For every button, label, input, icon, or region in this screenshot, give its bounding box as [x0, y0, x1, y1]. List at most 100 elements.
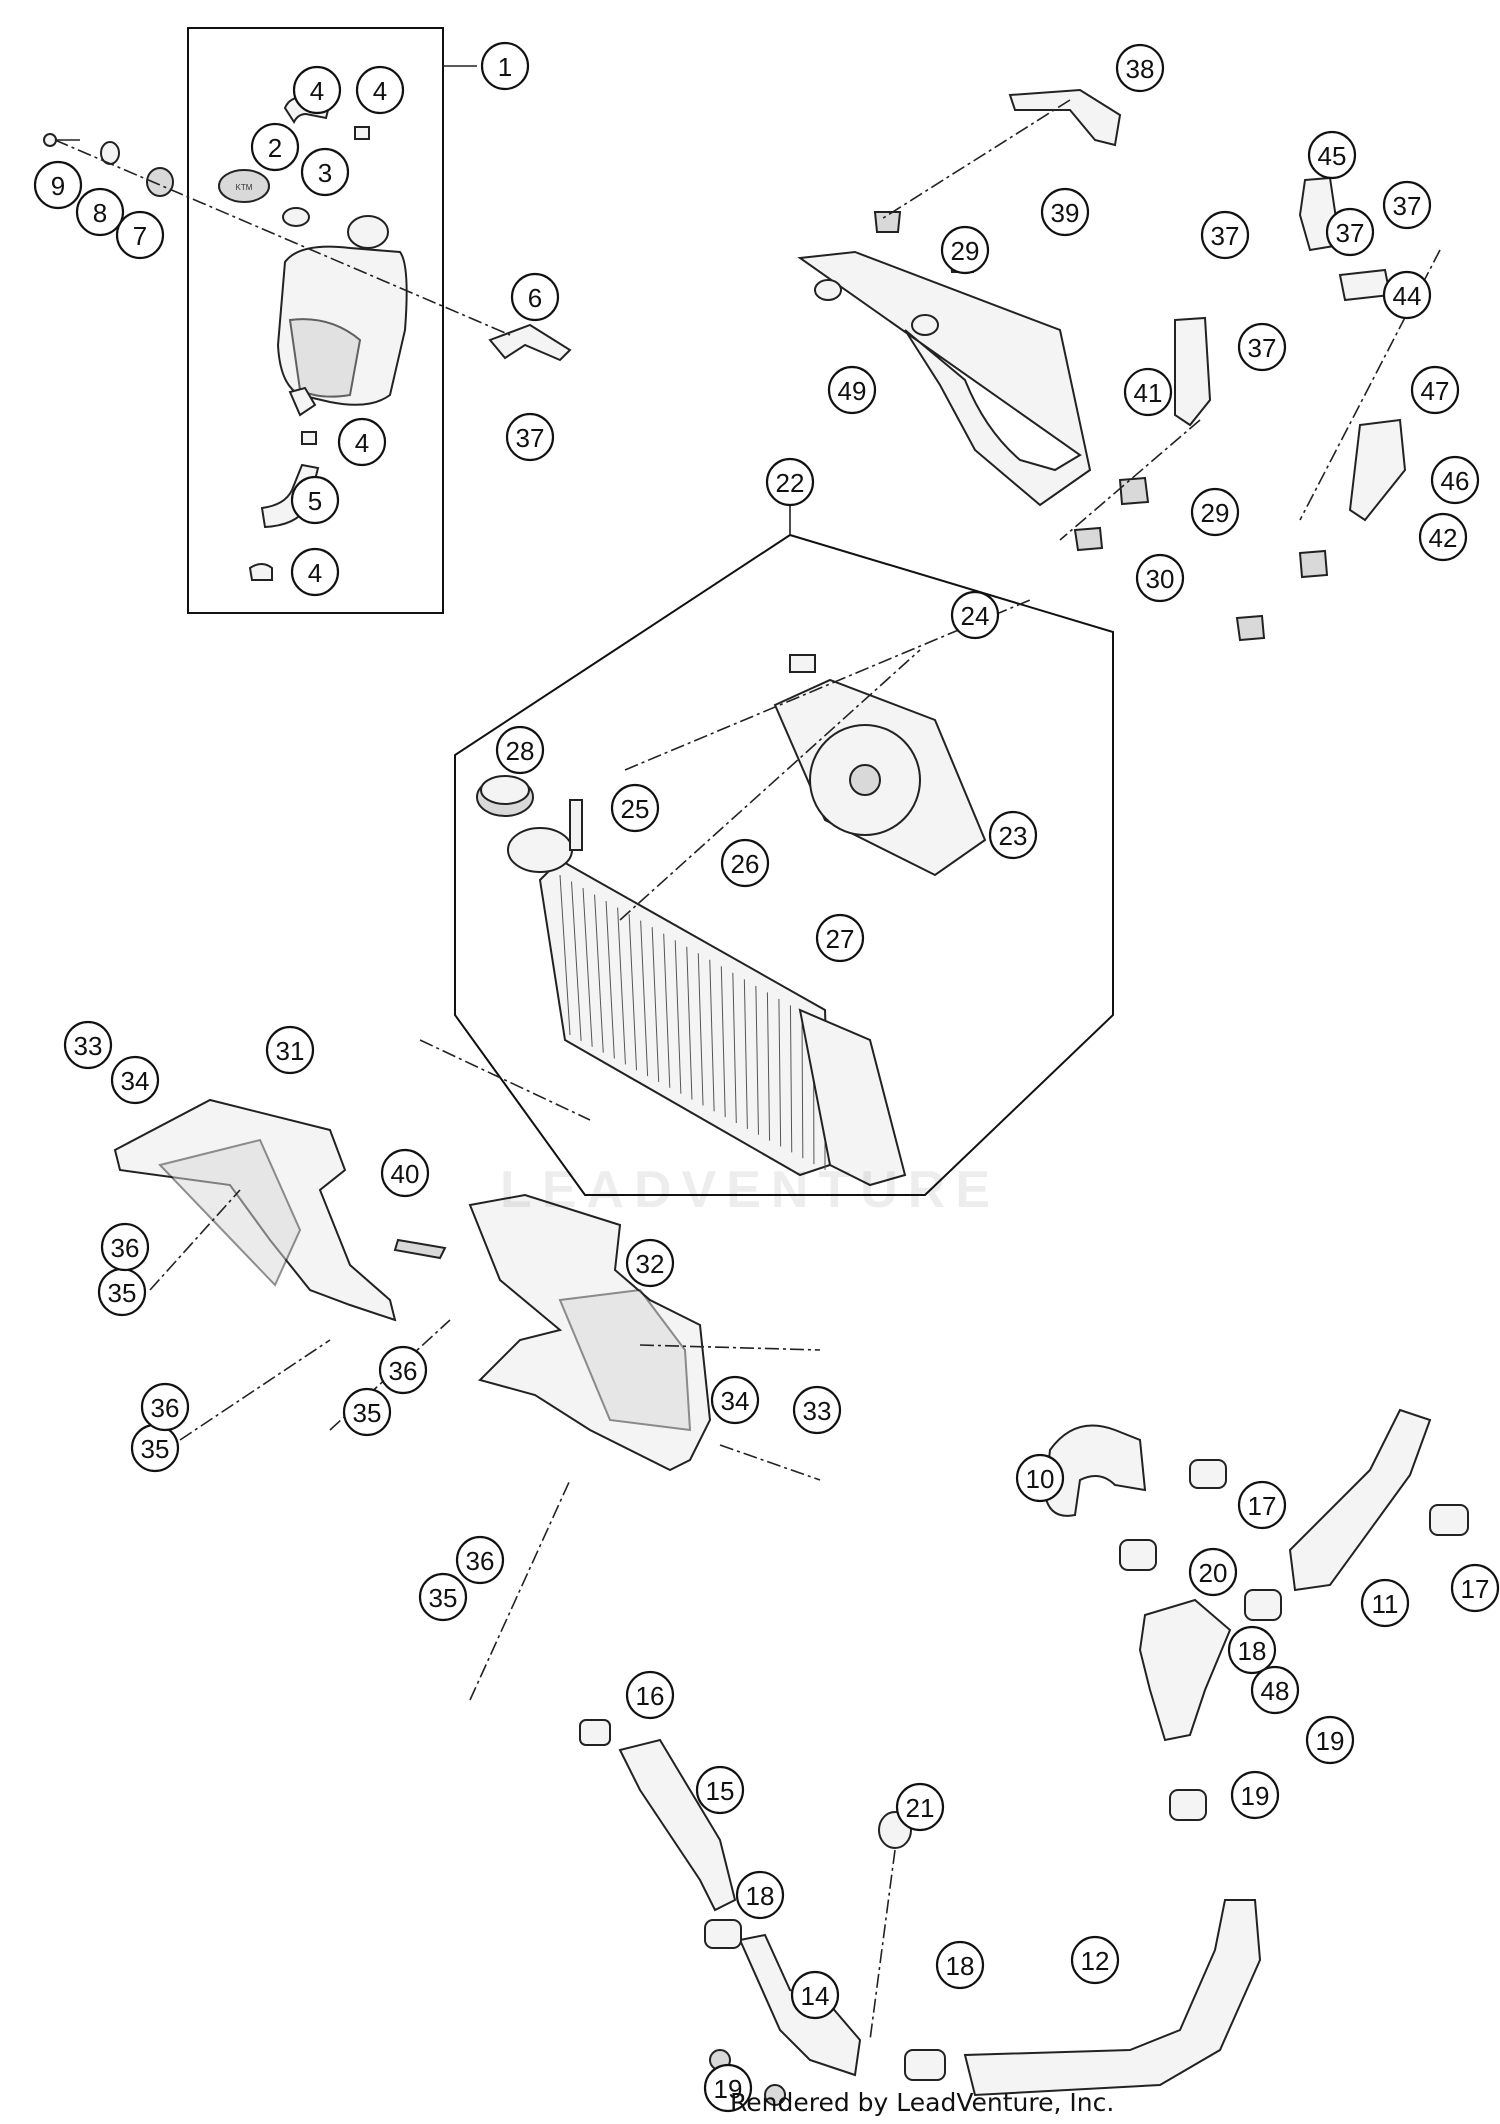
- upper-bracket: [1008, 88, 1122, 147]
- spoiler-left: [113, 1098, 397, 1322]
- callout-number: 22: [776, 468, 805, 498]
- callout-circle: [827, 365, 877, 415]
- callout-30: 30: [1135, 553, 1185, 603]
- callout-circle: [1410, 365, 1460, 415]
- callout-36: 36: [455, 1535, 505, 1585]
- spoiler-axis-4: [469, 1479, 571, 1701]
- callout-circle: [337, 417, 387, 467]
- callout-circle: [1237, 322, 1287, 372]
- tank-bracket: [488, 323, 572, 362]
- spoiler-to-radiator: [419, 1039, 591, 1121]
- callout-circle: [1115, 43, 1165, 93]
- svg-text:KTM: KTM: [236, 183, 253, 192]
- callout-circle: [1188, 1547, 1238, 1597]
- callout-number: 38: [1126, 54, 1155, 84]
- callout-37: 37: [1200, 210, 1250, 260]
- callout-number: 11: [1372, 1589, 1399, 1619]
- grommet-29-lower: [1118, 476, 1150, 506]
- credit-line: Rendered by LeadVenture, Inc.: [730, 2088, 1115, 2117]
- callout-number: 36: [466, 1546, 495, 1576]
- callout-35: 35: [418, 1572, 468, 1622]
- callout-24: 24: [950, 590, 1000, 640]
- callout-circle: [1382, 270, 1432, 320]
- callout-7: 7: [115, 210, 165, 260]
- grommet-30-b: [1298, 549, 1329, 579]
- callout-circle: [1430, 455, 1480, 505]
- callout-18: 18: [935, 1940, 985, 1990]
- callout-12: 12: [1070, 1935, 1120, 1985]
- callout-47: 47: [1410, 365, 1460, 415]
- spoiler-right: [468, 1193, 712, 1472]
- callout-circle: [695, 1765, 745, 1815]
- grommet-30-c: [1235, 614, 1266, 642]
- callout-circle: [703, 2063, 753, 2113]
- callout-circle: [290, 475, 340, 525]
- callout-35: 35: [97, 1267, 147, 1317]
- fan-shroud: [797, 250, 1092, 507]
- callout-number: 39: [1051, 198, 1080, 228]
- callout-44: 44: [1382, 270, 1432, 320]
- callout-number: 4: [310, 76, 324, 106]
- callout-28: 28: [495, 725, 545, 775]
- callout-number: 4: [308, 558, 322, 588]
- callout-32: 32: [625, 1238, 675, 1288]
- callout-number: 41: [1134, 378, 1163, 408]
- callout-4: 4: [290, 547, 340, 597]
- callout-circle: [735, 1870, 785, 1920]
- callout-number: 37: [1248, 333, 1277, 363]
- callout-circle: [792, 1385, 842, 1435]
- callout-37: 37: [1382, 180, 1432, 230]
- callout-number: 35: [108, 1278, 137, 1308]
- callout-number: 27: [826, 924, 855, 954]
- callout-number: 47: [1421, 376, 1450, 406]
- tank-cap: KTM: [218, 169, 270, 203]
- callout-circle: [895, 1782, 945, 1832]
- callout-circle: [265, 1025, 315, 1075]
- callout-circle: [75, 187, 125, 237]
- callout-circle: [1418, 512, 1468, 562]
- callout-37: 37: [505, 412, 555, 462]
- callout-circle: [378, 1345, 428, 1395]
- callout-circle: [1200, 210, 1250, 260]
- callout-number: 45: [1318, 141, 1347, 171]
- expansion-tank: [276, 215, 408, 417]
- callout-circle: [355, 65, 405, 115]
- callout-circle: [815, 913, 865, 963]
- callout-number: 37: [1336, 218, 1365, 248]
- callout-circle: [625, 1238, 675, 1288]
- bracket-42: [1348, 418, 1407, 522]
- callout-circle: [720, 838, 770, 888]
- hose-12: [1288, 1408, 1432, 1592]
- callout-14: 14: [790, 1970, 840, 2020]
- callout-circle: [1227, 1625, 1277, 1675]
- callout-circle: [250, 122, 300, 172]
- left-fasteners: [43, 133, 174, 197]
- callout-38: 38: [1115, 43, 1165, 93]
- callout-number: 35: [141, 1434, 170, 1464]
- strip-40: [393, 1238, 447, 1260]
- callout-number: 44: [1393, 281, 1422, 311]
- callout-circle: [290, 547, 340, 597]
- radiator-cap: [476, 775, 534, 817]
- callout-41: 41: [1123, 367, 1173, 417]
- radiator-axis-2: [624, 599, 1031, 771]
- callout-35: 35: [130, 1423, 180, 1473]
- callout-2: 2: [250, 122, 300, 172]
- callout-40: 40: [380, 1148, 430, 1198]
- callout-3: 3: [300, 147, 350, 197]
- callout-number: 16: [636, 1681, 665, 1711]
- callout-20: 20: [1188, 1547, 1238, 1597]
- callout-49: 49: [827, 365, 877, 415]
- callout-number: 18: [946, 1951, 975, 1981]
- callout-11: 11: [1360, 1578, 1410, 1628]
- callout-circle: [115, 210, 165, 260]
- callout-35: 35: [342, 1387, 392, 1437]
- callout-number: 4: [373, 76, 387, 106]
- callout-number: 29: [1201, 498, 1230, 528]
- callout-circle: [33, 160, 83, 210]
- callout-number: 21: [906, 1793, 935, 1823]
- callout-34: 34: [110, 1055, 160, 1105]
- callout-number: 10: [1026, 1464, 1055, 1494]
- watermark: LEADVENTURE: [499, 1161, 1001, 1219]
